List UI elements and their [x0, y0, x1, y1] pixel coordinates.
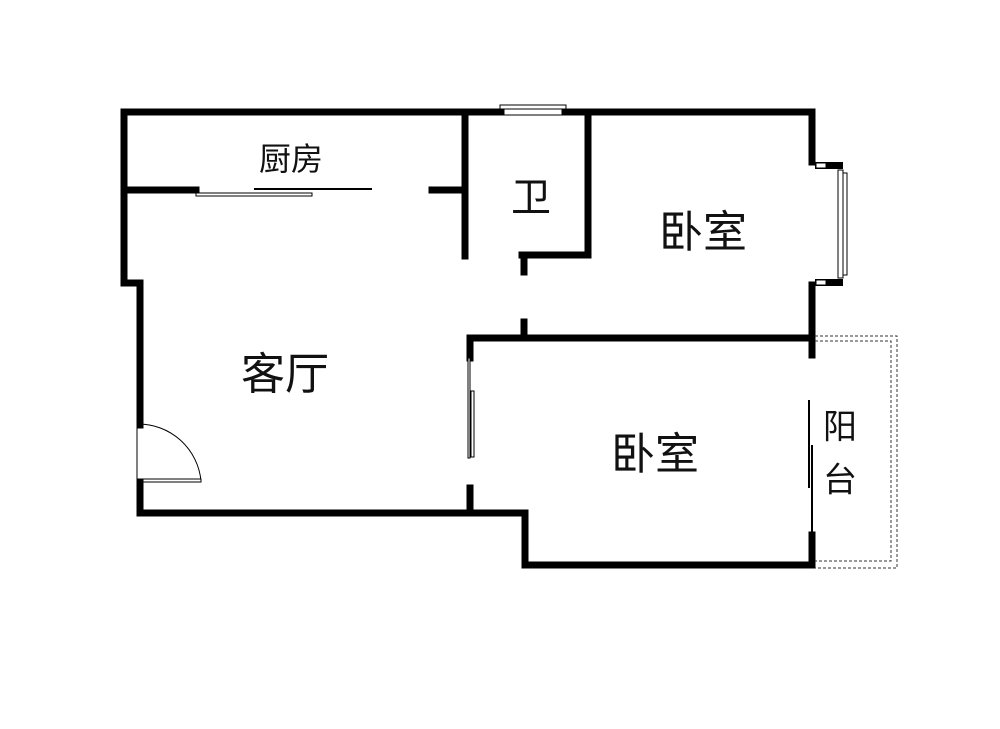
room-label-bedroom-2: 卧室: [611, 429, 699, 480]
kitchen-sliding-door: [195, 188, 372, 197]
top-window: [499, 104, 567, 116]
balcony-outline: [815, 335, 898, 569]
room-label-balcony-2: 台: [823, 460, 857, 501]
bedroom-sliding-door: [467, 357, 475, 459]
room-label-bedroom-1: 卧室: [659, 207, 747, 258]
room-label-bathroom: 卫: [511, 175, 551, 221]
entrance-door: [136, 423, 202, 483]
room-label-kitchen: 厨房: [258, 140, 324, 178]
balcony-doors: [808, 400, 813, 535]
room-label-balcony-1: 阳: [823, 407, 857, 448]
walls: [120, 108, 816, 569]
bedroom-bay-window: [815, 162, 848, 286]
room-label-living-room: 客厅: [241, 349, 329, 400]
